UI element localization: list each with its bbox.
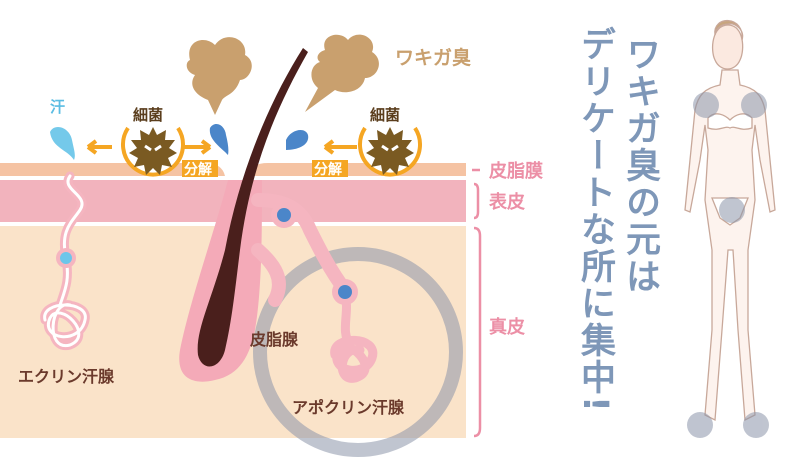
decompose-label-right: 分解 (314, 161, 342, 178)
bacteria-label-right: 細菌 (370, 106, 400, 124)
sebum-film-label: 皮脂膜 (489, 160, 543, 182)
apocrine-label: アポクリン汗腺 (292, 398, 405, 417)
sebum-film-layer (0, 163, 466, 176)
bacteria-right (323, 126, 422, 177)
sebaceous-dot (277, 208, 291, 222)
hair-shaft (197, 48, 308, 367)
layer-brackets (472, 168, 482, 438)
sweat-drop-icon (209, 124, 229, 155)
highlight-ring (253, 247, 463, 457)
epidermis-label: 表皮 (489, 191, 525, 213)
odor-cloud-right (305, 34, 379, 112)
sweat-drop-icon (50, 126, 75, 160)
highlight-spots (687, 92, 769, 438)
headline-line1: ワキガ臭の元は (620, 36, 660, 295)
sweat-label: 汗 (50, 98, 65, 116)
sweat-drop-icon (286, 129, 309, 150)
odor-cloud-left (186, 37, 252, 115)
bacteria-label-left: 細菌 (133, 106, 163, 124)
dermis-label: 真皮 (489, 316, 525, 338)
decompose-label-left: 分解 (184, 161, 212, 178)
eccrine-label: エクリン汗腺 (18, 367, 115, 386)
sebaceous-label: 皮脂腺 (249, 330, 299, 349)
odor-title: ワキガ臭 (395, 46, 471, 69)
sebaceous-gland (251, 193, 352, 307)
headline-line2: デリケートな所に集中! (575, 26, 615, 414)
bacteria-left (86, 126, 212, 177)
apocrine-dot (338, 285, 352, 299)
